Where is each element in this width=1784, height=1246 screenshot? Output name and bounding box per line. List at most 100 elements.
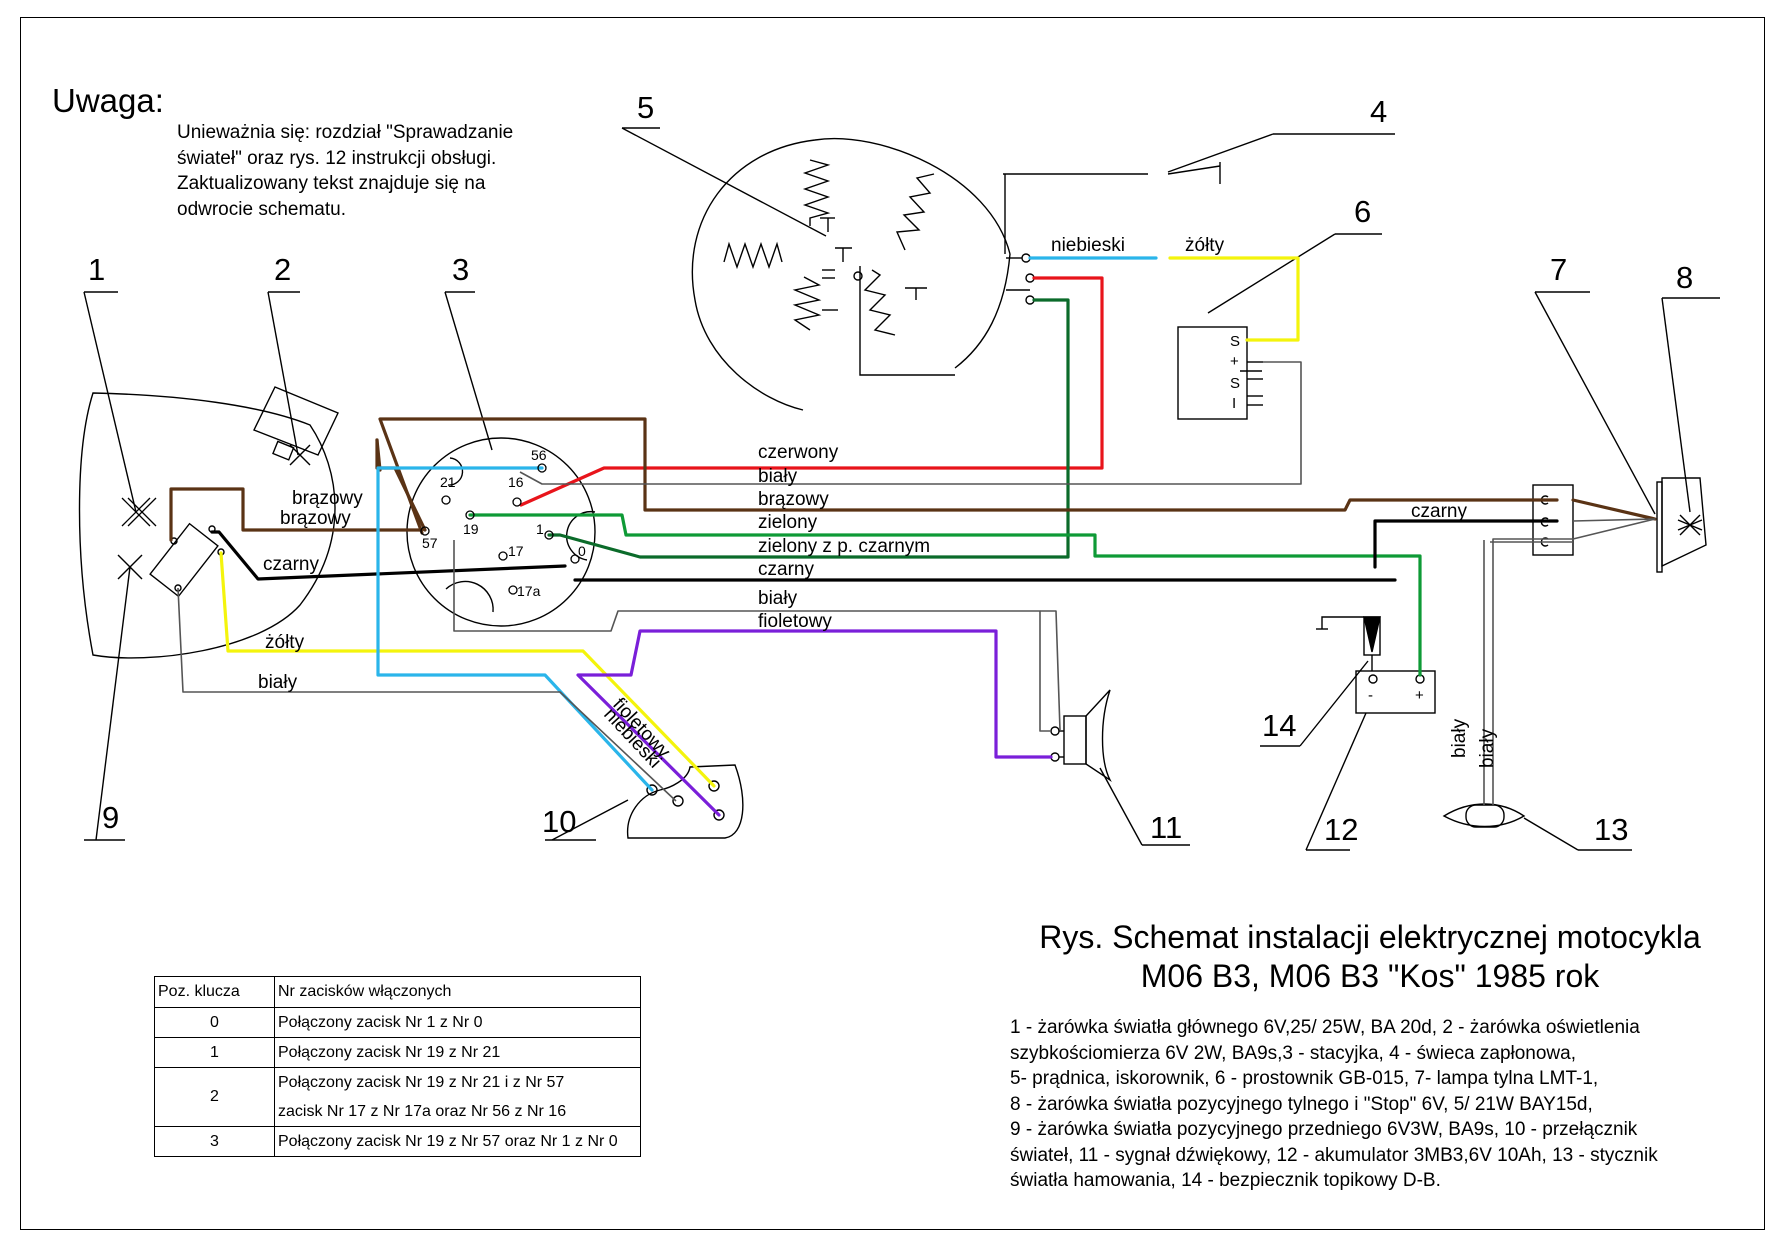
- callout-12: 12: [1324, 812, 1358, 847]
- table-row: 0 Połączony zacisk Nr 1 z Nr 0: [154, 1007, 641, 1038]
- label-czerwony: czerwony: [758, 442, 839, 463]
- note-line: odwrocie schematu.: [177, 198, 346, 220]
- callout-11-line: [1099, 767, 1143, 846]
- label-zolty-top: żółty: [1185, 235, 1225, 256]
- terminal-dot: [465, 510, 475, 520]
- battery-pin-label: -: [1368, 687, 1373, 704]
- wire-violet: [576, 629, 1053, 817]
- label-bialy-head: biały: [258, 672, 298, 693]
- label-niebieski-top: niebieski: [1051, 235, 1125, 256]
- callout-6: 6: [1354, 194, 1371, 229]
- key-position-table: Poz. klucza Nr zacisków włączonych 0 Poł…: [154, 976, 641, 1157]
- label-fioletowy: fioletowy: [758, 611, 832, 632]
- component-legend: 1 - żarówka światła głównego 6V,25/ 25W,…: [1010, 1015, 1770, 1194]
- callout-12-line: [1305, 712, 1367, 851]
- callout-13: 13: [1594, 812, 1628, 847]
- legend-line: szybkościomierza 6V 2W, BA9s,3 - stacyjk…: [1010, 1042, 1577, 1064]
- rectifier: [1177, 326, 1263, 420]
- horn: [1050, 689, 1112, 783]
- wire-white-top: [519, 361, 1302, 485]
- legend-line: 5- prądnica, iskorownik, 6 - prostownik …: [1010, 1068, 1599, 1089]
- legend-line: 9 - żarówka światła pozycyjnego przednie…: [1010, 1119, 1638, 1140]
- wire-white-rear1: [1492, 518, 1656, 805]
- callout-2-line: [267, 291, 299, 456]
- terminal-1: 1: [536, 521, 544, 537]
- table-cell-text: Połączony zacisk Nr 19 z Nr 21: [274, 1037, 641, 1068]
- rectifier-body: [1177, 326, 1248, 420]
- fuse: [1316, 616, 1381, 671]
- terminal-56: 56: [531, 447, 547, 463]
- wire-green: [468, 513, 1422, 677]
- brake-switch: [1442, 803, 1526, 828]
- rectifier-pin-label: S: [1230, 375, 1240, 392]
- table-cell-text: Połączony zacisk Nr 1 z Nr 0: [274, 1007, 641, 1038]
- terminal-dot: [570, 554, 580, 564]
- terminal-19: 19: [463, 521, 479, 537]
- callout-1: 1: [88, 252, 105, 287]
- wire-yellow-top: [1168, 256, 1300, 342]
- wire-brown: [378, 417, 1657, 535]
- legend-line: światła hamowania, 14 - bezpiecznik topi…: [1010, 1170, 1441, 1191]
- wire-black-rear: [1373, 519, 1559, 569]
- note-line: Unieważnia się: rozdział "Sprawadzanie: [177, 122, 514, 143]
- note-title: Uwaga:: [52, 82, 164, 119]
- drawing-frame: [20, 17, 1765, 1230]
- table-cell-pos: 0: [154, 1007, 275, 1038]
- legend-line: 1 - żarówka światła głównego 6V,25/ 25W,…: [1010, 1017, 1640, 1038]
- switch-terminal: [713, 809, 725, 821]
- table-cell-text: Połączony zacisk Nr 19 z Nr 57 oraz Nr 1…: [274, 1126, 641, 1157]
- horn-terminal: [1050, 726, 1060, 736]
- callout-3-line: [444, 291, 493, 451]
- callout-8-line: [1661, 297, 1691, 513]
- main-bulb-icon: [121, 497, 157, 527]
- table-cell-pos: 2: [154, 1067, 275, 1127]
- terminal-dot: [420, 526, 430, 536]
- terminal-dot: [441, 495, 451, 505]
- callout-14: 14: [1262, 708, 1296, 743]
- legend-line: 8 - żarówka światła pozycyjnego tylnego …: [1010, 1093, 1593, 1115]
- battery-pin-label: +: [1415, 687, 1424, 704]
- callout-10-line: [551, 799, 629, 841]
- table-header-row: Poz. klucza Nr zacisków włączonych: [154, 976, 641, 1008]
- table-row: 1 Połączony zacisk Nr 19 z Nr 21: [154, 1037, 641, 1068]
- label-bialy-mid: biały: [758, 588, 798, 609]
- wire-dark-green: [547, 298, 1070, 559]
- table-cell-text: Połączony zacisk Nr 19 z Nr 21 i z Nr 57…: [274, 1067, 641, 1127]
- speedometer-bulb: [253, 386, 339, 466]
- switch-terminal: [646, 784, 658, 796]
- table-row: 2 Połączony zacisk Nr 19 z Nr 21 i z Nr …: [154, 1067, 641, 1127]
- note-line: świateł" oraz rys. 12 instrukcji obsługi…: [177, 147, 497, 169]
- terminal-dot: [508, 585, 518, 595]
- wire-yellow-headlamp: [219, 551, 716, 788]
- table-header-cell: Poz. klucza: [154, 976, 275, 1008]
- callout-9: 9: [102, 800, 119, 835]
- callout-2: 2: [274, 252, 291, 287]
- callout-4: 4: [1370, 94, 1387, 129]
- callout-8: 8: [1676, 260, 1693, 295]
- terminal-17a: 17a: [517, 583, 541, 599]
- table-row: 3 Połączony zacisk Nr 19 z Nr 57 oraz Nr…: [154, 1126, 641, 1157]
- label-zielony-czarny: zielony z p. czarnym: [758, 536, 930, 557]
- callout-14-line: [1299, 660, 1369, 747]
- rectifier-pin-label: S: [1230, 333, 1240, 350]
- rectifier-pin-label: I: [1232, 395, 1236, 412]
- callout-1-line: [83, 291, 137, 513]
- callout-6-line: [1207, 233, 1336, 314]
- note-line: Zaktualizowany tekst znajduje się na: [177, 173, 486, 194]
- ignition-switch: [406, 437, 596, 627]
- wire-white-rear2: [1483, 540, 1573, 805]
- label-bialy-top: biały: [758, 466, 798, 487]
- headlamp-connector: [149, 522, 219, 598]
- wire-red: [519, 276, 1104, 507]
- table-cell-line: zacisk Nr 17 z Nr 17a oraz Nr 56 z Nr 16: [278, 1103, 567, 1120]
- callout-5-line: [621, 127, 827, 237]
- terminal-dot: [512, 497, 522, 507]
- switch-terminal: [672, 795, 684, 807]
- switch-terminal: [708, 780, 720, 792]
- label-brazowy-head2: brązowy: [280, 508, 351, 529]
- callout-3: 3: [452, 252, 469, 287]
- callout-9-line: [95, 566, 131, 841]
- diagram-title: Rys. Schemat instalacji elektrycznej mot…: [985, 918, 1755, 996]
- terminal-0: 0: [578, 543, 586, 559]
- wire-blue: [376, 466, 654, 792]
